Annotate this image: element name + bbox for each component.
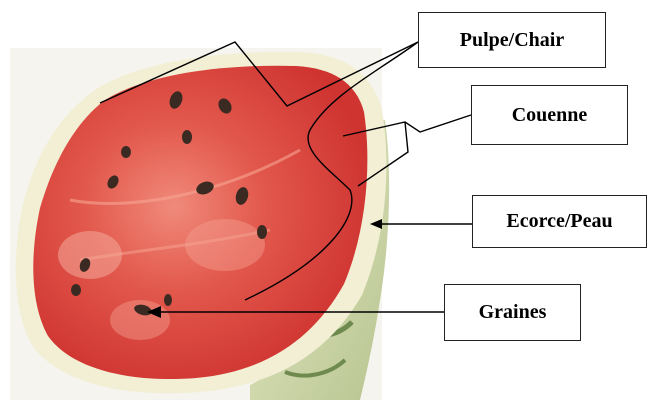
- flesh-texture: [185, 219, 265, 271]
- label-couenne-text: Couenne: [512, 104, 588, 127]
- label-ecorce-peau-text: Ecorce/Peau: [506, 210, 612, 233]
- seed: [164, 294, 172, 306]
- label-couenne: Couenne: [471, 85, 628, 145]
- label-graines: Graines: [444, 284, 581, 341]
- label-pulpe-chair: Pulpe/Chair: [418, 12, 606, 68]
- label-ecorce-peau: Ecorce/Peau: [472, 195, 647, 248]
- label-graines-text: Graines: [479, 301, 547, 324]
- seed: [71, 284, 81, 296]
- seed: [257, 225, 267, 239]
- label-pulpe-chair-text: Pulpe/Chair: [460, 29, 564, 52]
- seed: [182, 130, 192, 144]
- seed: [121, 146, 131, 158]
- flesh-texture: [58, 231, 122, 279]
